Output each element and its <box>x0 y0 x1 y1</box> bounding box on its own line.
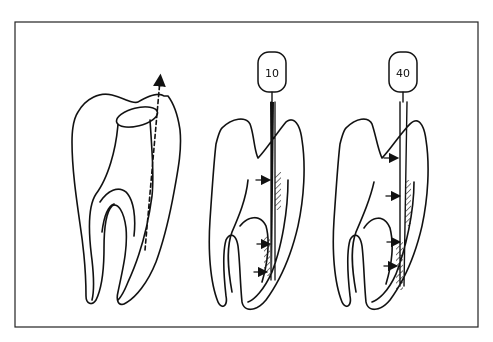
hatch-lower <box>396 242 403 290</box>
tooth-outline <box>333 119 428 309</box>
pulp-canal <box>352 182 374 292</box>
panel-access-tooth <box>72 80 181 304</box>
file-size-label-small: 10 <box>265 67 279 80</box>
panel-file-small <box>209 52 304 309</box>
pulp-canal-right <box>118 120 153 300</box>
tooth-outline <box>72 94 181 304</box>
access-cavity <box>114 103 159 131</box>
hatch-upper <box>275 172 281 210</box>
panel-file-large <box>333 52 428 309</box>
hatch-upper <box>405 180 411 226</box>
pulp-floor-left <box>102 204 114 232</box>
pulp-canal <box>228 180 248 292</box>
pulp-canal-left <box>89 124 118 300</box>
hatch-lower <box>264 236 270 276</box>
access-direction-line <box>145 80 160 250</box>
pulp-chamber-inner <box>364 218 392 284</box>
file-size-label-large: 40 <box>396 67 410 80</box>
tooth-outline <box>209 119 304 309</box>
